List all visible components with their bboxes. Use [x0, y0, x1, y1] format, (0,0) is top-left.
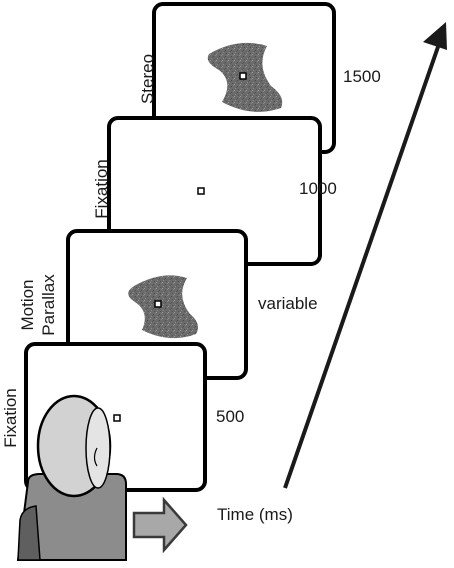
fixation-square-icon: [239, 72, 247, 80]
duration-stereo: 1500: [343, 67, 381, 86]
fixation-square-icon: [113, 414, 121, 422]
observer-head-icon: [16, 394, 127, 561]
time-axis-label: Time (ms): [217, 505, 293, 524]
panel-motion-parallax-label-line2: Parallax: [39, 274, 58, 336]
panel-motion-parallax-label-line1: Motion: [18, 279, 37, 331]
duration-fixation-1: 500: [216, 407, 245, 426]
fixation-square-icon: [197, 187, 205, 195]
panel-fixation-1-label: Fixation: [1, 388, 20, 448]
panel-fixation-2-label: Fixation: [92, 159, 111, 219]
surface-stimulus-icon: [128, 275, 198, 339]
duration-motion-parallax: variable: [258, 294, 318, 313]
right-arrow-icon: [132, 496, 188, 554]
panel-stereo-label: Stereo: [138, 53, 157, 105]
fixation-square-icon: [154, 300, 162, 308]
duration-fixation-2: 1000: [299, 179, 337, 198]
panel-stereo: [152, 2, 336, 154]
time-axis-arrow: [283, 22, 447, 489]
